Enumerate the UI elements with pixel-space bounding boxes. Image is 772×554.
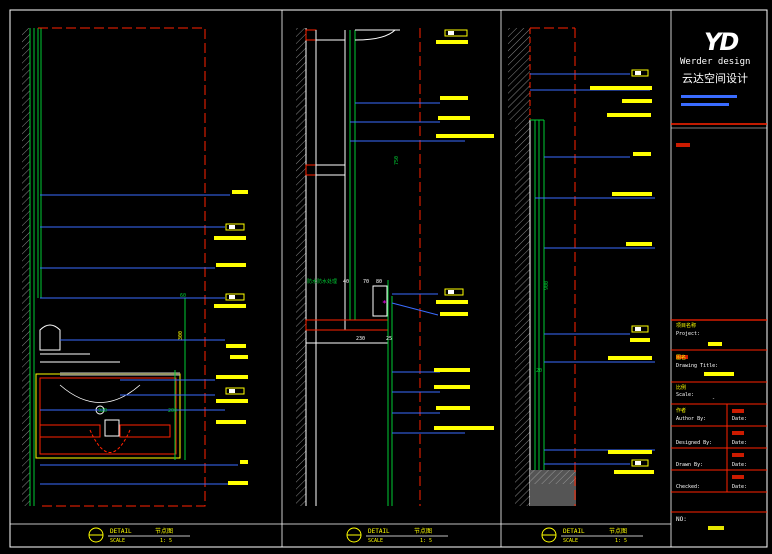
dim-d2-e: 230 — [356, 336, 365, 342]
tb-drawing-label-en: Drawing Title: — [676, 363, 719, 369]
detail-label-2-scale: 1: 5 — [420, 538, 432, 544]
tb-author-label-en: Author By: — [676, 416, 707, 422]
detail-label-1-scale: 1: 5 — [160, 538, 172, 544]
tb-date-label-en-1: Date: — [732, 416, 748, 422]
detail-label-1: DETAIL 节点图 SCALE 1: 5 — [88, 527, 190, 544]
tb-drawing-label: 图名 — [676, 355, 687, 361]
detail-label-1-cn: 节点图 — [155, 527, 173, 535]
tb-author-label: 作者 — [676, 408, 687, 414]
detail-panel-1: 60 300 320 200 — [22, 27, 248, 507]
detail-label-2: DETAIL 节点图 SCALE 1: 5 — [346, 527, 448, 544]
detail-label-3-cn: 节点图 — [609, 527, 627, 535]
detail-label-3-scale: 1: 5 — [615, 538, 627, 544]
detail-label-3: DETAIL 节点图 SCALE 1: 5 — [541, 527, 643, 544]
brand-logo-mark: YD — [704, 28, 739, 56]
drawing-frame — [9, 9, 768, 548]
dim-d2-d: 80 — [376, 279, 382, 285]
tb-date-label-en-2: Date: — [732, 440, 748, 446]
detail-label-1-text: DETAIL — [110, 528, 132, 535]
detail-panel-3: 900 20 — [508, 27, 655, 506]
detail-label-3-scale-word: SCALE — [563, 538, 578, 544]
brand-name-en: Werder design — [680, 57, 751, 67]
dim-d3-a: 900 — [544, 281, 550, 290]
title-block — [671, 95, 767, 530]
tb-scale-value: - — [712, 396, 716, 402]
detail-label-2-scale-word: SCALE — [368, 538, 383, 544]
dim-d2-note: 防水防水处理 — [307, 278, 337, 285]
detail-label-3-text: DETAIL — [563, 528, 585, 535]
dim-d1-a: 60 — [180, 293, 186, 299]
tb-project-label-en: Project: — [676, 331, 701, 337]
dim-d2-c: 40 — [343, 279, 349, 285]
tb-scale-label-en: Scale: — [676, 392, 695, 398]
tb-no-label: NO: — [676, 516, 687, 523]
tb-checked-label-en: Checked: — [676, 484, 701, 490]
svg-text:*: * — [382, 299, 387, 308]
dim-d2-b: 70 — [363, 279, 369, 285]
dim-d2-f: 25 — [386, 336, 392, 342]
brand-name-cn: 云达空间设计 — [682, 72, 748, 85]
detail-label-2-cn: 节点图 — [414, 527, 432, 535]
detail-panel-2: * 750 70 40 80 230 25 防水防水处理 — [296, 28, 494, 506]
detail-label-2-text: DETAIL — [368, 528, 390, 535]
tb-designed-label-en: Designed By: — [676, 440, 713, 446]
tb-date-label-en-4: Date: — [732, 484, 748, 490]
dim-d2-a: 750 — [394, 156, 400, 165]
dim-d1-b: 300 — [178, 331, 184, 340]
dim-d1-d: 200 — [168, 408, 177, 414]
tb-scale-label: 比例 — [676, 385, 687, 391]
dim-d1-c: 320 — [98, 408, 107, 414]
tb-project-label: 项目名称 — [676, 323, 697, 329]
tb-drawn-label-en: Drawn By: — [676, 462, 704, 468]
tb-date-label-en-3: Date: — [732, 462, 748, 468]
dim-d3-b: 20 — [536, 368, 542, 374]
detail-label-1-scale-word: SCALE — [110, 538, 125, 544]
